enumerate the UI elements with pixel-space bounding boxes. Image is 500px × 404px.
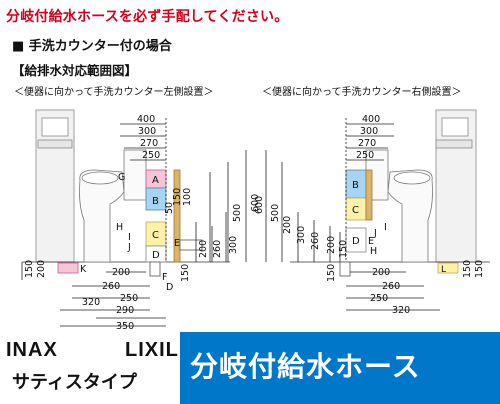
left-bdim-150: 150 <box>180 264 191 282</box>
caption-right: ＜便器に向かって手洗カウンター右側設置＞ <box>262 87 462 98</box>
model-name: サティスタイプ <box>12 372 137 393</box>
left-bdim-200: 200 <box>112 267 130 278</box>
right-vdim-150: 150 <box>338 240 349 258</box>
left-dim-top-300: 300 <box>138 126 156 137</box>
left-letter-f: F <box>162 272 167 283</box>
left-letter-k: K <box>80 264 87 275</box>
right-vdim-200: 200 <box>282 216 293 234</box>
left-dim-top-400: 400 <box>137 114 155 125</box>
left-dim-top-250: 250 <box>142 150 160 161</box>
left-side-200: 200 <box>36 260 47 278</box>
left-bdim-350: 350 <box>116 321 134 330</box>
left-zone-a: A <box>152 175 159 186</box>
left-bdim-260: 260 <box>102 281 120 292</box>
right-zone-c: C <box>352 205 359 216</box>
right-zone-b: B <box>352 180 359 191</box>
left-vdim-300: 300 <box>228 236 239 254</box>
left-bdim-290: 290 <box>116 305 134 316</box>
range-title: 【給排水対応範囲図】 <box>12 63 138 78</box>
left-letter-j: J <box>127 242 131 253</box>
left-vdim-200: 200 <box>198 240 209 258</box>
left-dim-top-270: 270 <box>140 138 158 149</box>
right-dim-top-250: 250 <box>356 150 374 161</box>
right-vdim-600: 600 <box>254 196 265 214</box>
brand-panel <box>0 332 180 404</box>
left-vdim-50: 50 <box>164 202 175 214</box>
right-dim-top-400: 400 <box>362 114 380 125</box>
right-bdim-250: 250 <box>370 293 388 304</box>
left-vdim-260: 260 <box>212 240 223 258</box>
right-letter-j: J <box>373 228 377 239</box>
right-letter-e: E <box>368 236 374 247</box>
right-vdim-260: 260 <box>310 232 321 250</box>
left-vdim-600: 600 <box>250 194 261 212</box>
plumbing-diagram: 400 300 270 250 A B C D G H I J E K F D … <box>21 109 490 330</box>
section-title: ■ 手洗カウンター付の場合 <box>12 39 172 54</box>
right-vdim-300: 300 <box>296 226 307 244</box>
brand-inax: INAX <box>6 339 58 361</box>
left-vdim-150: 150 <box>172 188 183 206</box>
right-bdim-150: 150 <box>326 264 337 282</box>
right-letter-i: I <box>384 222 387 233</box>
left-zone-c: C <box>152 230 159 241</box>
right-side-150b: 150 <box>474 260 485 278</box>
right-diagram <box>265 109 490 311</box>
left-letter-g: G <box>118 172 125 183</box>
right-letter-l: L <box>441 265 446 275</box>
right-vdim-500: 500 <box>270 204 281 222</box>
left-letter-i: I <box>128 232 131 243</box>
brand-lixil: LIXIL <box>125 339 179 361</box>
right-zone-d: D <box>352 236 360 247</box>
left-zone-d: D <box>152 250 160 261</box>
left-letter-e: E <box>174 238 180 249</box>
left-letter-h: H <box>116 222 123 233</box>
left-side-150: 150 <box>24 260 35 278</box>
left-zone-b: B <box>152 196 159 207</box>
caption-left: ＜便器に向かって手洗カウンター左側設置＞ <box>14 87 214 98</box>
right-side-150: 150 <box>462 260 473 278</box>
left-bdim-250: 250 <box>120 293 138 304</box>
right-letter-h: H <box>370 246 377 257</box>
right-bdim-320: 320 <box>392 305 410 316</box>
right-bdim-200: 200 <box>372 267 390 278</box>
hose-notice: 分岐付給水ホースを必ず手配してください。 <box>6 9 289 25</box>
left-letter-d: D <box>166 282 173 293</box>
left-bdim-320: 320 <box>82 297 100 308</box>
product-name: 分岐付給水ホース <box>190 350 421 383</box>
right-vdim-200b: 200 <box>326 236 337 254</box>
left-vdim-500: 500 <box>232 204 243 222</box>
right-dim-top-300: 300 <box>360 126 378 137</box>
right-bdim-260: 260 <box>382 281 400 292</box>
right-dim-top-270: 270 <box>358 138 376 149</box>
left-vdim-100: 100 <box>182 188 193 206</box>
left-diagram <box>21 109 247 327</box>
